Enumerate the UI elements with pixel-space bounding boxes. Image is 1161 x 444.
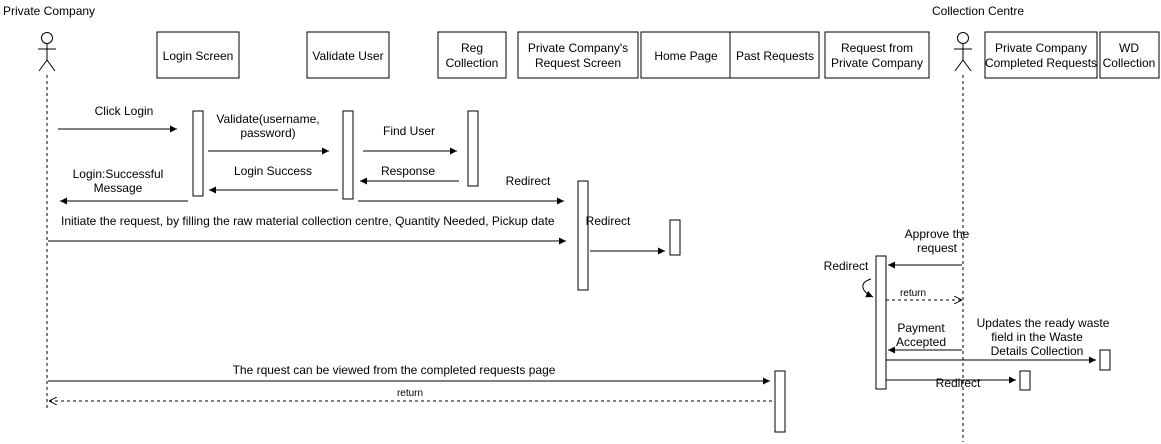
actor-label-collection-centre: Collection Centre <box>932 4 1024 18</box>
msg-payment-label-1: Payment <box>897 321 945 335</box>
msg-validate-label-1: Validate(username, <box>216 112 319 126</box>
activation-home-page <box>669 219 681 256</box>
activation-pc-completed <box>1019 370 1031 391</box>
msg-return-1-label: return <box>900 288 926 299</box>
lifeline-label-request-from-pc-2: Private Company <box>831 56 923 70</box>
lifeline-label-past-requests: Past Requests <box>736 49 814 63</box>
lifeline-label-reg-collection-2: Collection <box>446 56 499 70</box>
msg-updates-label-3: Details Collection <box>991 344 1084 358</box>
stick-figure-icon <box>38 32 56 72</box>
msg-redirect-2-label: Redirect <box>586 214 631 228</box>
activation-request-screen <box>577 180 589 291</box>
msg-return-2-label: return <box>397 388 423 399</box>
msg-viewed-label: The rquest can be viewed from the comple… <box>233 363 556 377</box>
lifeline-label-request-from-pc-1: Request from <box>841 41 913 55</box>
lifeline-label-pc-completed-1: Private Company <box>995 41 1087 55</box>
actor-collection-centre: Collection Centre <box>932 4 1024 442</box>
activation-request-from-pc <box>875 255 887 390</box>
msg-click-login-label: Click Login <box>95 104 154 118</box>
lifeline-box-request-screen <box>517 31 639 79</box>
lifeline-box-login-screen <box>156 31 240 79</box>
lifeline-label-login-screen: Login Screen <box>163 49 234 63</box>
msg-initiate-label: Initiate the request, by filling the raw… <box>61 214 555 228</box>
lifeline-box-home-page <box>640 31 731 79</box>
msg-approve-label-1: Approve the <box>905 227 970 241</box>
lifeline-label-wd-collection-2: Collection <box>1103 56 1156 70</box>
msg-redirect-3-label: Redirect <box>824 259 869 273</box>
lifeline-label-home-page: Home Page <box>654 49 718 63</box>
msg-response-label: Response <box>381 164 435 178</box>
activation-reg-collection <box>467 110 479 187</box>
activation-wd-collection <box>1099 349 1111 371</box>
lifeline-box-reg-collection <box>437 31 507 79</box>
activation-validate-user <box>342 110 354 200</box>
msg-login-success-label: Login Success <box>234 164 312 178</box>
lifeline-label-validate-user: Validate User <box>312 49 383 63</box>
activation-login-screen <box>192 110 204 197</box>
lifeline-label-reg-collection-1: Reg <box>461 41 483 55</box>
lifeline-label-request-screen-2: Request Screen <box>535 56 621 70</box>
msg-updates-label-1: Updates the ready waste <box>977 316 1110 330</box>
msg-redirect-1-label: Redirect <box>506 174 551 188</box>
msg-login-message-label-1: Login:Successful <box>73 167 164 181</box>
msg-approve-label-2: request <box>917 241 958 255</box>
msg-find-user-label: Find User <box>383 124 435 138</box>
msg-payment-label-2: Accepted <box>896 335 946 349</box>
msg-redirect-3-arrow <box>862 278 874 298</box>
lifeline-box-validate-user <box>306 31 390 79</box>
lifeline-label-request-screen-1: Private Company's <box>528 41 628 55</box>
actor-label-private-company: Private Company <box>3 4 95 18</box>
lifeline-box-request-from-pc <box>824 31 930 79</box>
lifeline-label-wd-collection-1: WD <box>1119 41 1139 55</box>
lifeline-box-wd-collection <box>1099 31 1160 79</box>
msg-redirect-4-label: Redirect <box>936 376 981 390</box>
lifeline-box-pc-completed <box>984 31 1098 79</box>
msg-login-message-label-2: Message <box>94 181 143 195</box>
stick-figure-icon <box>954 32 972 72</box>
msg-updates-label-2: field in the Waste <box>991 330 1083 344</box>
actor-private-company: Private Company <box>3 4 95 408</box>
msg-validate-label-2: password) <box>240 126 295 140</box>
lifeline-label-pc-completed-2: Completed Requests <box>985 56 1097 70</box>
lifeline-box-past-requests <box>729 31 820 79</box>
activation-past-requests <box>774 370 786 433</box>
